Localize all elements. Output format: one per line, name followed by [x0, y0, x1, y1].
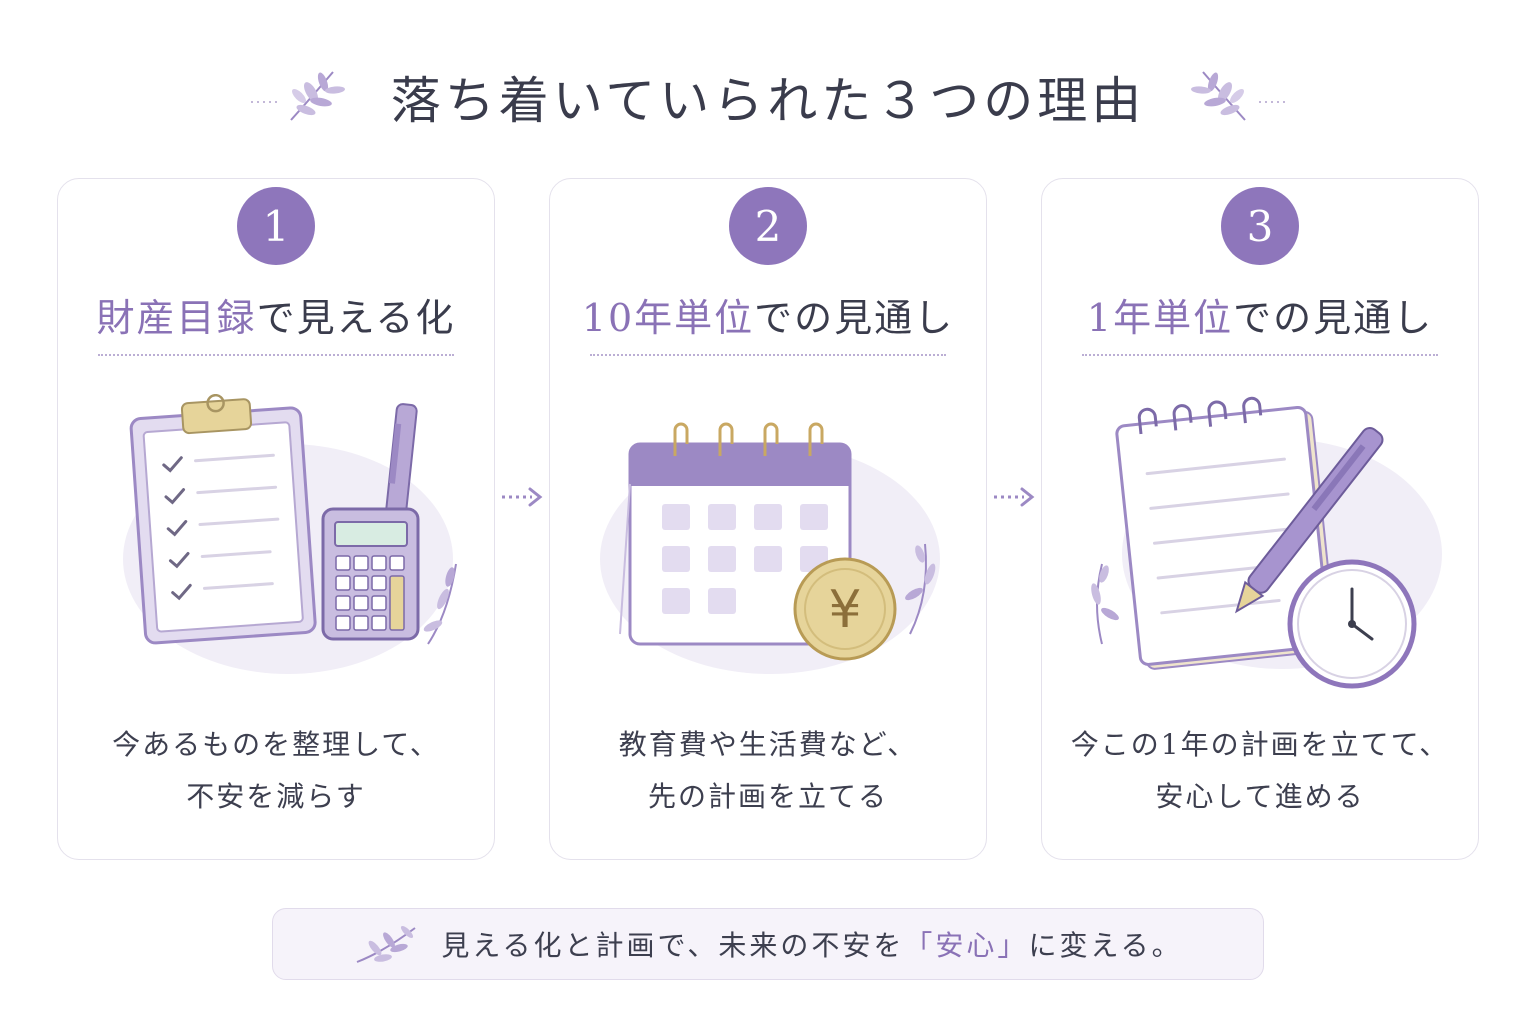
- banner-sprig-icon: [357, 925, 416, 963]
- reason-card-1: 1 財産目録で見える化: [57, 178, 495, 860]
- card-heading-accent-3: 1年単位: [1086, 296, 1234, 340]
- card-divider-1: [98, 354, 454, 356]
- dotted-arrow-icon: [994, 487, 1035, 507]
- step-badge-3: 3: [1221, 187, 1299, 265]
- banner-highlight: 「安心」: [904, 929, 1029, 962]
- card-heading-2: 10年単位での見通し: [550, 287, 986, 342]
- summary-banner: 見える化と計画で、未来の不安を「安心」に変える。: [272, 908, 1264, 980]
- banner-text: 見える化と計画で、未来の不安を「安心」に変える。: [441, 924, 1182, 964]
- card-divider-2: [590, 354, 946, 356]
- page-title: 落ち着いていられた３つの理由: [390, 72, 1146, 130]
- card-heading-rest-1: で見える化: [256, 296, 456, 340]
- notebook-pen-clock-icon: [1091, 396, 1442, 689]
- card-heading-rest-2: での見通し: [754, 296, 955, 340]
- card-description-2-line-1: 教育費や生活費など、: [618, 728, 918, 761]
- card-description-1-line-2: 不安を減らす: [186, 780, 366, 813]
- coin-symbol: ¥: [828, 580, 861, 640]
- card-heading-1: 財産目録で見える化: [58, 287, 494, 342]
- step-badge-2: 2: [729, 187, 807, 265]
- reason-card-2: 2 10年単位での見通し ¥ 教育費や生活費など、 先の計画を立てる: [549, 178, 987, 860]
- card-description-1-line-1: 今あるものを整理して、: [112, 728, 440, 761]
- clipboard-calculator-icon: [123, 394, 457, 674]
- card-description-3-line-2: 安心して進める: [1155, 780, 1365, 813]
- step-badge-1: 1: [237, 187, 315, 265]
- card-description-2: 教育費や生活費など、 先の計画を立てる: [550, 719, 986, 823]
- card-description-2-line-2: 先の計画を立てる: [647, 780, 888, 813]
- card-description-3: 今この1年の計画を立てて、 安心して進める: [1042, 719, 1478, 823]
- card-heading-accent-2: 10年単位: [581, 296, 755, 340]
- reason-card-3: 3 1年単位での見通し: [1041, 178, 1479, 860]
- banner-text-after: に変える。: [1028, 929, 1183, 962]
- banner-text-before: 見える化と計画で、未来の不安を: [441, 929, 905, 962]
- card-heading-3: 1年単位での見通し: [1042, 287, 1478, 342]
- card-heading-accent-1: 財産目録: [96, 296, 257, 340]
- right-sprig-icon: [1191, 71, 1286, 121]
- title-row: 落ち着いていられた３つの理由: [0, 52, 1536, 142]
- card-description-3-line-1: 今この1年の計画を立てて、: [1070, 728, 1450, 761]
- calendar-yen-icon: ¥: [600, 422, 940, 674]
- card-heading-rest-3: での見通し: [1233, 296, 1434, 340]
- card-divider-3: [1082, 354, 1438, 356]
- card-description-1: 今あるものを整理して、 不安を減らす: [58, 719, 494, 823]
- left-sprig-icon: [250, 71, 345, 121]
- dotted-arrow-icon: [502, 487, 543, 507]
